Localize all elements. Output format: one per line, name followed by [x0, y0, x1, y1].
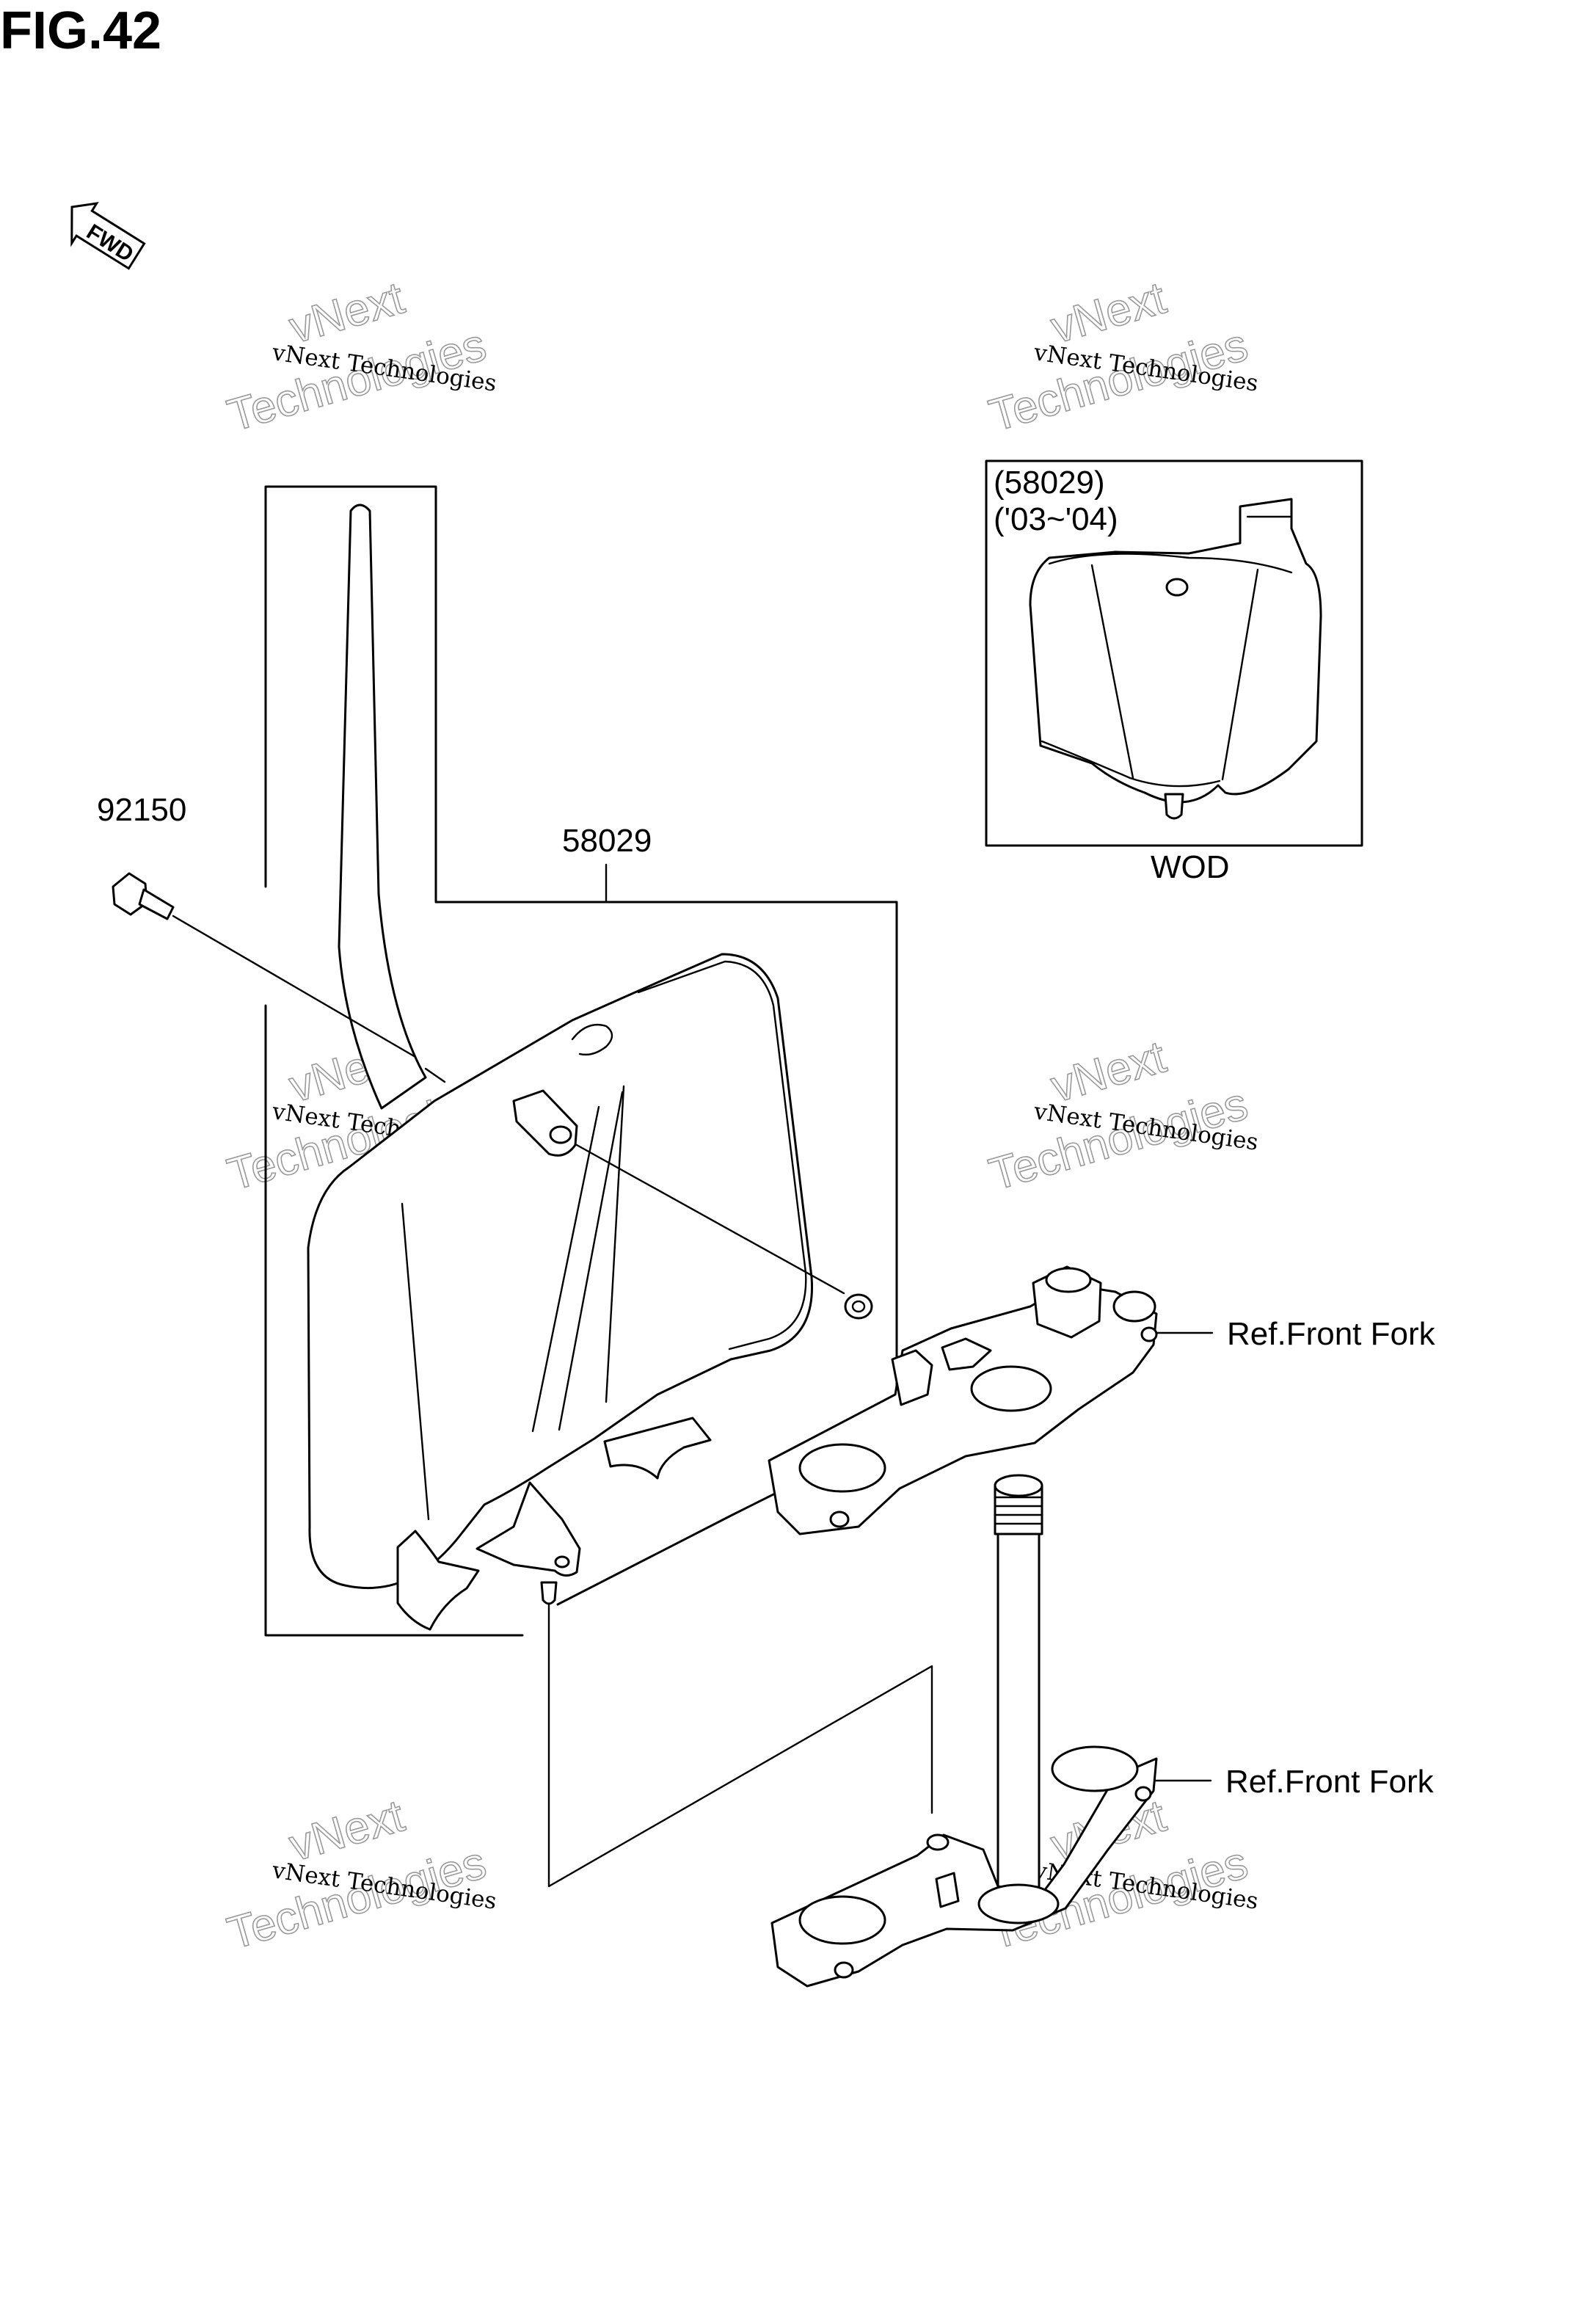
collar-hole — [549, 1125, 572, 1144]
number-plate-face — [637, 960, 807, 1351]
bolt-leader-line — [172, 915, 417, 1058]
lower-clamp-fork-bore — [798, 1895, 886, 1945]
stem-top — [994, 1474, 1043, 1497]
stem-thread-lines — [994, 1496, 1043, 1525]
inset-plate — [1029, 498, 1322, 804]
number-plate-strap — [338, 504, 427, 1110]
collar-leader-line — [575, 1144, 845, 1295]
lower-triple-clamp — [770, 1474, 1158, 1988]
lower-clamp-mount-hole — [926, 1833, 950, 1851]
lower-clamp-pinch-hole-right — [1134, 1786, 1152, 1802]
bolt-leader-line-lower — [424, 1067, 446, 1083]
watermark-brand: vNext — [1046, 1031, 1171, 1112]
inset-plate-face — [1041, 553, 1293, 788]
number-plate — [307, 504, 814, 1631]
upper-clamp-mount-left — [891, 1349, 933, 1406]
plate-lower-bracket — [475, 1481, 581, 1577]
lower-clamp-stem-boss — [977, 1883, 1060, 1924]
watermark-top-right: vNext Technologies vNext Technologies — [983, 272, 1260, 443]
lower-clamp-stop — [935, 1872, 960, 1908]
number-plate-rib — [401, 1202, 430, 1521]
number-plate-rib — [605, 1085, 625, 1403]
number-plate-rib — [558, 1091, 624, 1431]
inset-years: ('03~'04) — [994, 501, 1118, 537]
bracket-grommet — [540, 1581, 558, 1605]
washer-hole — [851, 1300, 866, 1313]
callout-number-plate-58029: 58029 — [562, 823, 652, 859]
plate-tab-left — [396, 1530, 480, 1631]
plate-tab-right — [603, 1417, 712, 1480]
callout-ref-front-fork-lower: Ref.Front Fork — [1225, 1764, 1435, 1800]
figure-title: FIG.42 — [0, 1, 161, 60]
watermark-brand: vNext — [284, 272, 409, 353]
steering-stem-shaft — [996, 1511, 1041, 1905]
upper-clamp-fork-bore — [798, 1443, 886, 1493]
washer — [844, 1293, 873, 1320]
upper-clamp-bolt-hole — [1045, 1267, 1092, 1293]
forward-arrow-icon — [70, 202, 146, 270]
upper-clamp-fork-bore-right — [1112, 1290, 1156, 1323]
fwd-badge: FWD — [70, 202, 146, 270]
watermark-mid-right: vNext Technologies vNext Technologies — [983, 1031, 1260, 1202]
watermark-top-left: vNext Technologies vNext Technologies — [222, 272, 498, 443]
inset-screw-hole — [1165, 578, 1189, 597]
bolt — [112, 872, 175, 920]
inset-grommet — [1164, 793, 1184, 820]
inset-part-number: (58029) — [994, 465, 1105, 501]
number-plate-body — [307, 953, 814, 1590]
lower-clamp-pinch-hole — [834, 1961, 854, 1979]
inset-variant-label: WOD — [1151, 849, 1230, 885]
number-plate-boss — [571, 1023, 613, 1056]
callout-ref-front-fork-upper: Ref.Front Fork — [1227, 1316, 1436, 1352]
bolt-shank — [138, 888, 175, 920]
upper-clamp-mount-center — [941, 1337, 992, 1371]
lower-clamp-fork-bore-right — [1051, 1745, 1139, 1792]
callout-bolt-92150: 92150 — [97, 792, 186, 828]
inset-frame — [985, 459, 1363, 847]
bracket-hole — [554, 1555, 570, 1568]
upper-clamp-pinch-hole — [1140, 1326, 1158, 1342]
inset-plate-rib — [1221, 568, 1259, 781]
inset-wod: (58029) ('03~'04) WOD — [985, 459, 1363, 885]
inset-plate-strap — [1239, 505, 1293, 545]
lower-clamp-leader-line — [547, 1603, 933, 1888]
inset-plate-rib — [1090, 564, 1134, 779]
watermark-brand: vNext — [284, 1790, 409, 1871]
watermark-bottom-left: vNext Technologies vNext Technologies — [222, 1790, 498, 1960]
upper-clamp-pinch-hole-left — [829, 1511, 850, 1528]
number-plate-rib — [531, 1105, 600, 1433]
watermark-brand: vNext — [1046, 272, 1171, 353]
upper-triple-clamp — [768, 1265, 1158, 1535]
upper-clamp-stem-hole — [970, 1365, 1052, 1412]
